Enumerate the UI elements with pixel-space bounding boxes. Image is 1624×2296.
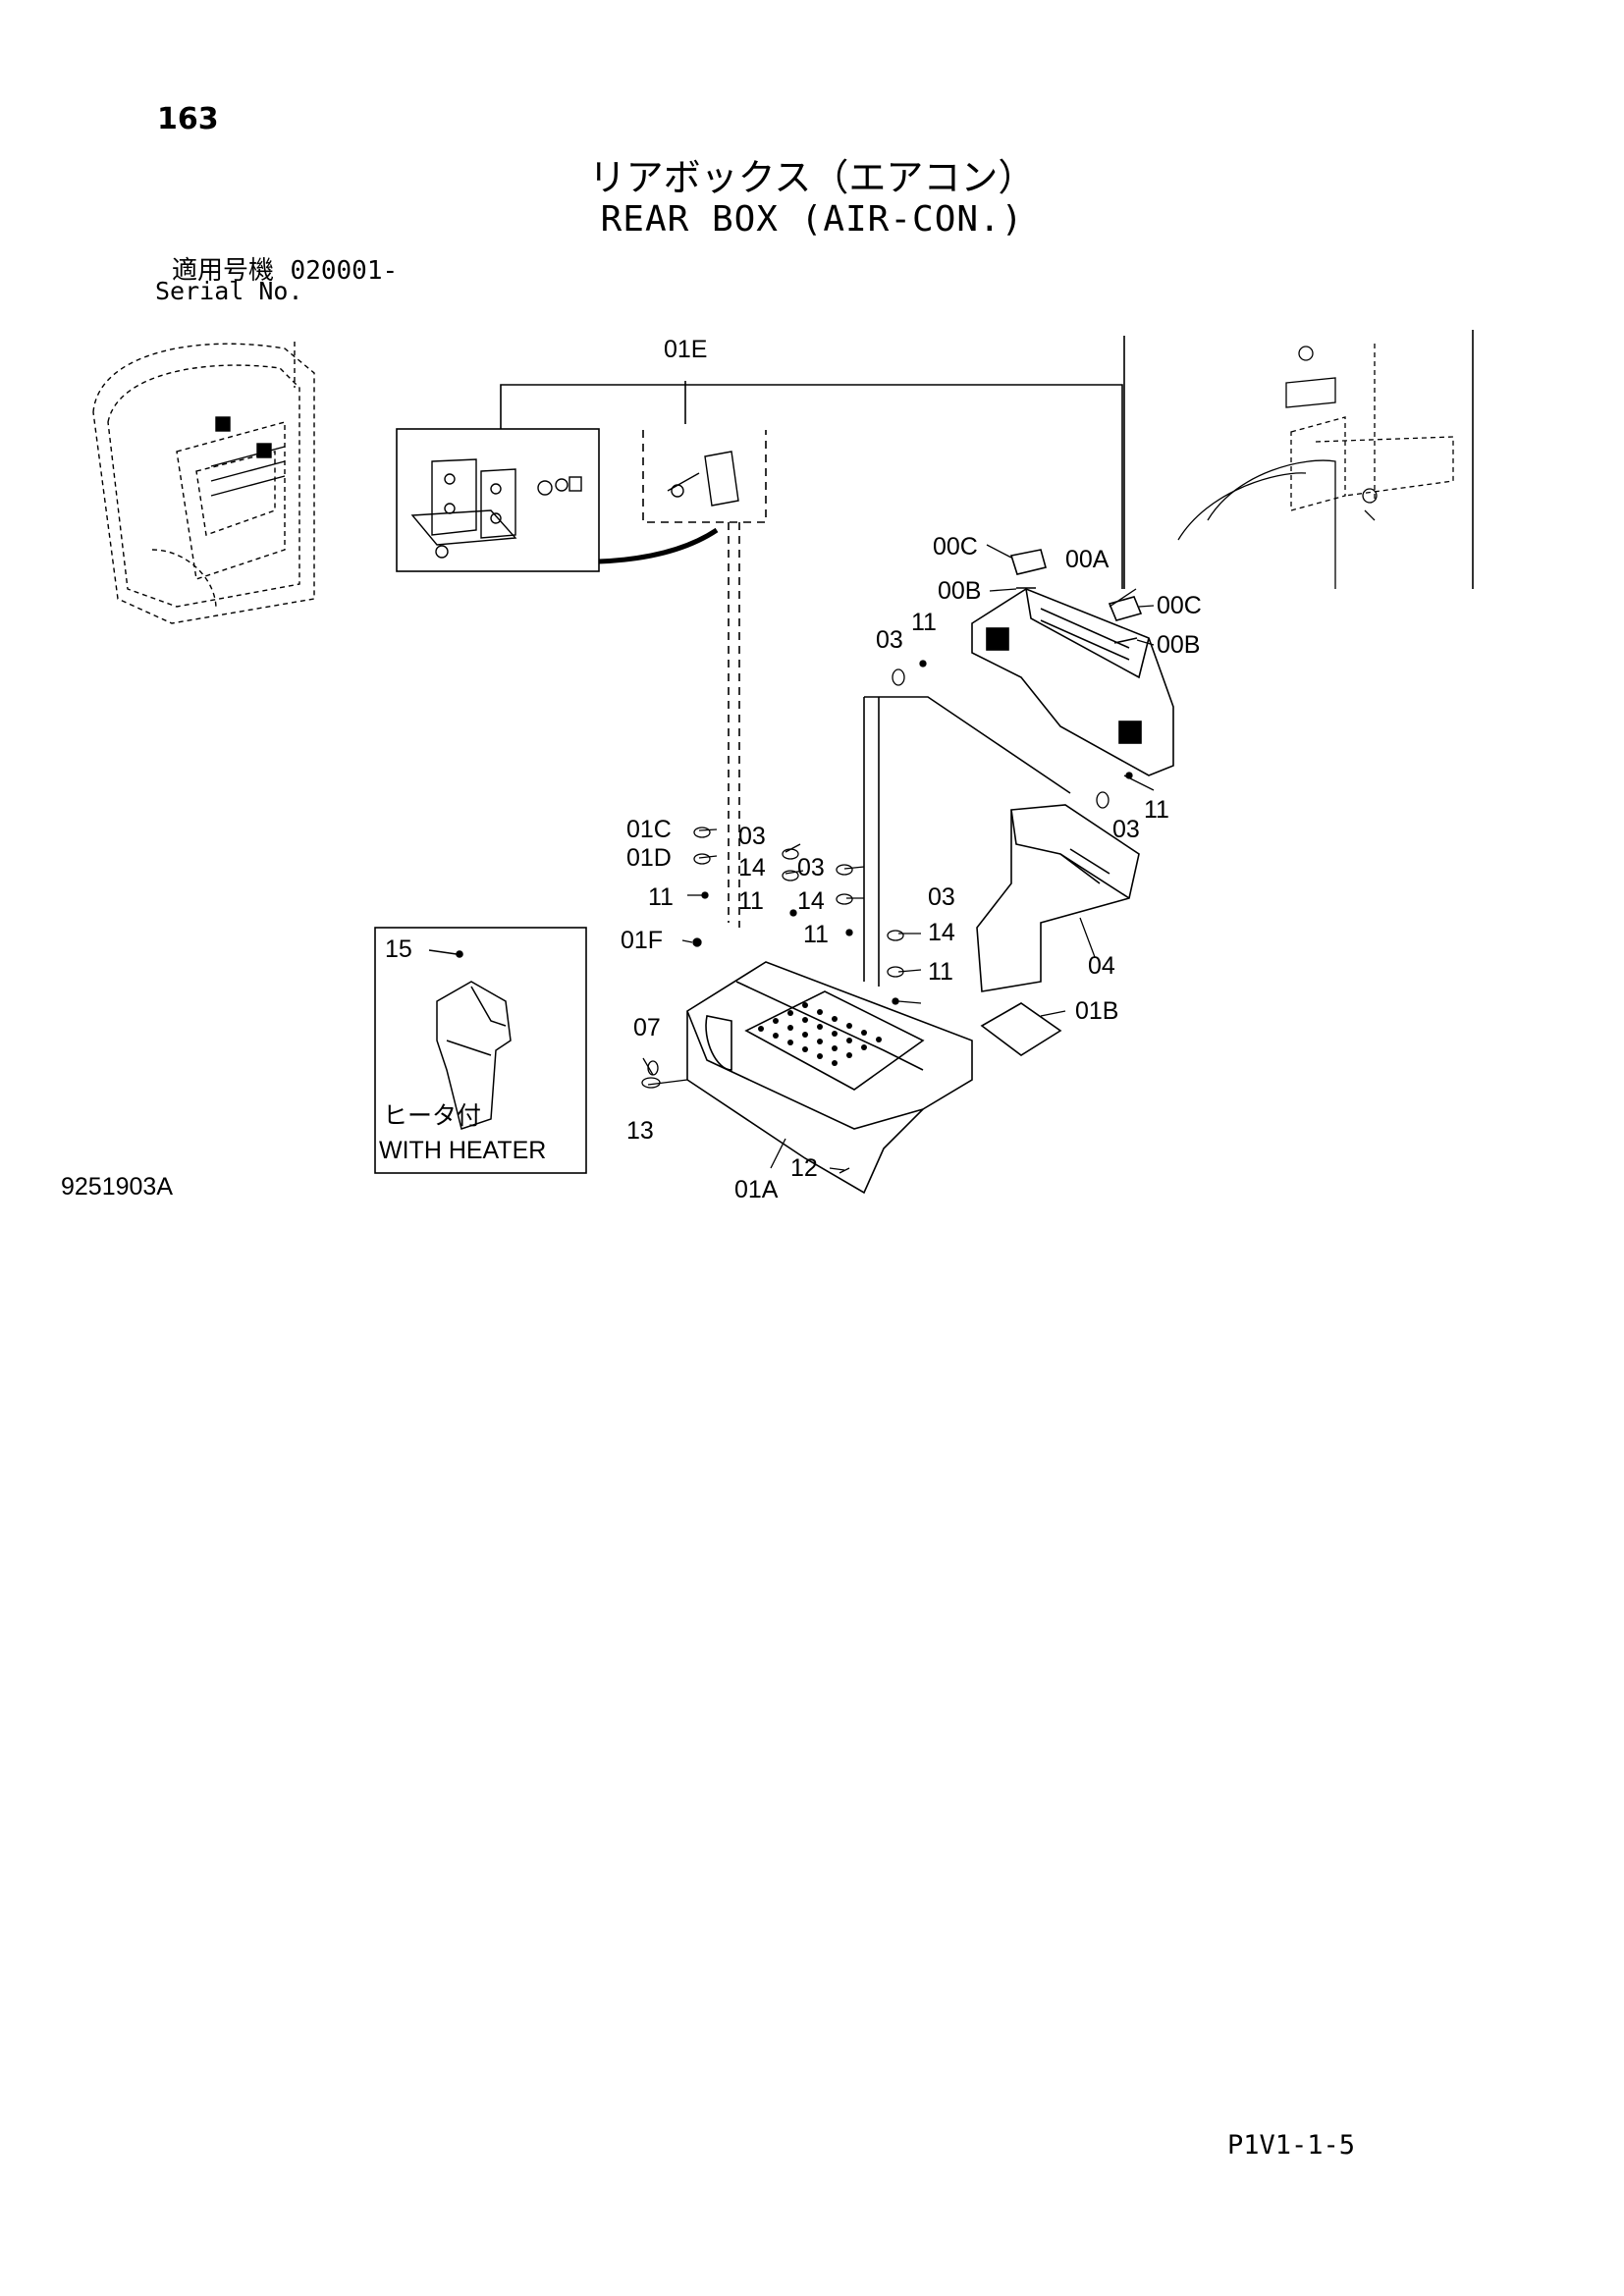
callout-11-mid-b: 11	[803, 921, 829, 948]
callout-14-mid-a: 14	[738, 854, 766, 881]
callout-01C: 01C	[626, 816, 672, 843]
callout-03-lower: 03	[928, 883, 955, 911]
serial-label-japanese: 適用号機	[172, 256, 275, 286]
part-00B-strip-b	[1113, 637, 1138, 644]
callout-03-mid-b: 03	[797, 854, 825, 881]
callout-leaders	[642, 544, 1155, 1171]
callout-11-top: 11	[911, 609, 937, 636]
callout-13: 13	[626, 1117, 654, 1145]
part-00C-pad-a	[1009, 549, 1047, 575]
callout-00C: 00C	[933, 533, 978, 561]
callout-03-right: 03	[1112, 816, 1140, 843]
part-01E-clip	[667, 451, 739, 507]
callout-03-top: 03	[876, 626, 903, 654]
callout-04: 04	[1088, 952, 1115, 980]
cab-overview-illustration	[92, 342, 315, 624]
bracket-cable	[598, 527, 719, 564]
callout-01F: 01F	[621, 927, 663, 954]
serial-label-row: 適用号機 020001-	[172, 250, 398, 287]
callout-14-lower: 14	[928, 919, 955, 946]
detail-01E-box	[642, 430, 767, 523]
serial-value: 020001-	[290, 256, 399, 286]
connector-line-top	[500, 384, 1123, 589]
callout-07: 07	[633, 1014, 661, 1041]
title-english: REAR BOX (AIR-CON.)	[600, 199, 1024, 240]
heater-inset-box	[374, 927, 587, 1174]
cab-overview-rear-box	[210, 416, 286, 497]
leader-00A-box	[864, 696, 1071, 794]
callout-11-left: 11	[648, 883, 674, 911]
callout-11-lower: 11	[928, 958, 953, 986]
serial-label-english: Serial No.	[155, 277, 303, 305]
part-00A-cover	[971, 588, 1174, 776]
callout-00A: 00A	[1065, 546, 1110, 573]
footer-code: P1V1-1-5	[1227, 2130, 1356, 2161]
part-00C-pad-b	[1108, 596, 1143, 621]
small-hardware	[641, 660, 1133, 1174]
callout-01E: 01E	[664, 336, 707, 363]
callout-12: 12	[790, 1154, 818, 1182]
heater-label-english: WITH HEATER	[379, 1137, 546, 1164]
callout-15: 15	[385, 935, 412, 963]
drawing-number: 9251903A	[61, 1173, 174, 1201]
part-01A-rear-box	[686, 961, 973, 1195]
page-number: 163	[157, 102, 219, 136]
callout-01A: 01A	[734, 1176, 779, 1203]
leader-15	[428, 949, 458, 955]
callout-00B: 00B	[938, 577, 981, 605]
callout-11-right: 11	[1144, 796, 1169, 824]
bracket-detail-box	[396, 428, 600, 572]
callout-11-mid-a: 11	[738, 887, 764, 915]
part-01B-plate	[980, 1002, 1062, 1056]
callout-01B: 01B	[1075, 997, 1118, 1025]
part-15-dot	[456, 950, 463, 958]
part-04-duct	[976, 804, 1140, 992]
callout-00B-right: 00B	[1157, 631, 1200, 659]
heater-label-japanese: ヒータ付	[383, 1102, 481, 1130]
part-15-heater-duct	[436, 981, 512, 1130]
callout-14-mid-b: 14	[797, 887, 825, 915]
callout-01D: 01D	[626, 844, 672, 872]
callout-00C-right: 00C	[1157, 592, 1202, 619]
callout-03-mid-a: 03	[738, 823, 766, 850]
callout-labels: 01E 00C 00A 00B 00C 00B 03 11 11 03 01C …	[379, 336, 1202, 1203]
detail-right-box	[1123, 330, 1474, 589]
bracket-detail-parts	[410, 458, 582, 559]
detail-right-illustration	[1177, 344, 1454, 589]
title-japanese: リアボックス（エアコン）	[588, 156, 1036, 199]
